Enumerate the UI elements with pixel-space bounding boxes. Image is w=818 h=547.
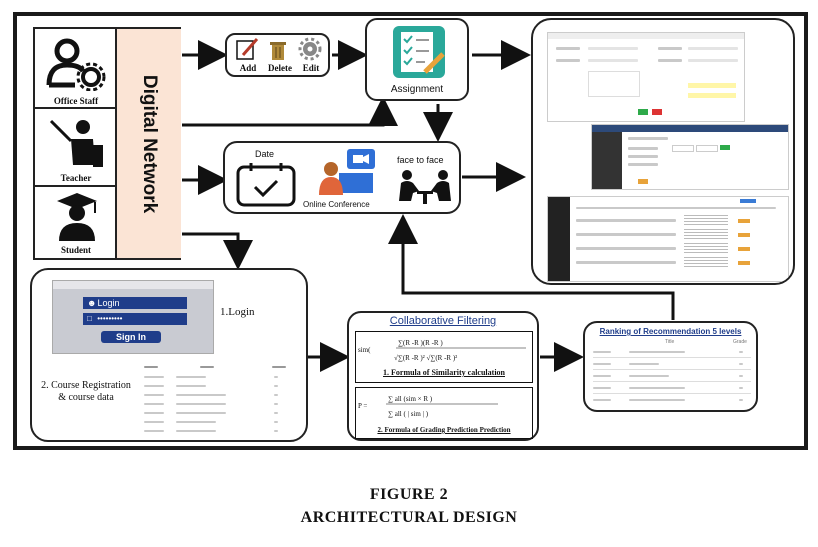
figure-title: ARCHITECTURAL DESIGN (300, 509, 518, 526)
prediction-caption: 2. Formula of Grading Prediction Predict… (377, 426, 511, 434)
face-to-face-label: face to face (397, 155, 444, 165)
ranking-col-title: Title (665, 339, 675, 345)
svg-text:√∑(R -R )² √∑(R -R )²: √∑(R -R )² √∑(R -R )² (394, 354, 457, 362)
login-form: ☻ Login □ ••••••••• Sign In (52, 280, 214, 354)
online-conference-icon (319, 149, 375, 195)
prediction-formula-box: P = ∑ all (sim × R ) ∑ all ( | sim | ) 2… (355, 387, 533, 439)
digital-network-label: Digital Network (139, 74, 160, 214)
face-to-face-icon (399, 170, 451, 204)
step-course-label: 2. Course Registration & course data (41, 380, 131, 403)
roles-panel: Office Staff Teacher Student Digital Net… (33, 27, 181, 260)
ranking-title: Ranking of Recommendation 5 levels (599, 327, 742, 336)
figure-number: FIGURE 2 (369, 486, 449, 503)
add-label: Add (239, 63, 257, 73)
collaborative-filtering-box: Collaborative Filtering sim( ∑(R -R )(R … (347, 311, 539, 441)
screens-panel (531, 18, 795, 285)
role-student: Student (35, 187, 117, 260)
lock-icon: □ (87, 314, 92, 323)
login-panel: ☻ Login □ ••••••••• Sign In 1.Login 2. C… (30, 268, 308, 442)
digital-network-column: Digital Network (115, 29, 181, 258)
svg-text:∑ all ( | sim | ): ∑ all ( | sim | ) (388, 410, 429, 418)
office-staff-label: Office Staff (53, 96, 99, 106)
trash-icon (270, 42, 286, 60)
step-login-label: 1.Login (220, 306, 255, 318)
arrow-student-to-login (182, 232, 253, 270)
arrow-ranking-to-meeting (388, 214, 675, 320)
gear-icon (298, 37, 322, 61)
assignment-box: Assignment (365, 18, 469, 101)
svg-text:P =: P = (358, 402, 367, 410)
assignment-label: Assignment (390, 84, 444, 95)
course-table (140, 366, 300, 438)
prediction-formula-glyph: P = ∑ all (sim × R ) ∑ all ( | sim | ) (358, 395, 498, 418)
ranking-col-grade: Grade (733, 339, 747, 345)
form-screenshot (547, 32, 745, 122)
arrow-network-to-assignment (182, 96, 398, 127)
date-label: Date (255, 149, 275, 159)
svg-text:sim(: sim( (358, 346, 371, 354)
sign-in-button[interactable]: Sign In (101, 331, 161, 343)
dashboard-screenshot (591, 124, 789, 190)
similarity-formula-box: sim( ∑(R -R )(R -R ) √∑(R -R )² √∑(R -R … (355, 331, 533, 383)
meeting-box: Date Online Conference face to face (223, 141, 461, 214)
password-input[interactable]: □ ••••••••• (83, 313, 187, 325)
edit-label: Edit (302, 63, 320, 73)
svg-text:∑(R -R )(R -R ): ∑(R -R )(R -R ) (398, 339, 443, 347)
cf-title: Collaborative Filtering (389, 315, 497, 327)
svg-text:∑ all (sim × R ): ∑ all (sim × R ) (388, 395, 433, 403)
teacher-icon (49, 119, 103, 167)
ranking-table (593, 349, 751, 407)
table-screenshot (547, 196, 789, 282)
ranking-box: Ranking of Recommendation 5 levels Title… (583, 321, 758, 412)
user-icon: ☻ (87, 298, 97, 308)
similarity-formula-glyph: sim( ∑(R -R )(R -R ) √∑(R -R )² √∑(R -R … (358, 339, 526, 362)
calendar-icon (236, 163, 296, 207)
teacher-label: Teacher (60, 173, 92, 183)
role-office-staff: Office Staff (35, 29, 117, 109)
delete-label: Delete (268, 63, 292, 73)
role-teacher: Teacher (35, 109, 117, 187)
similarity-caption: 1. Formula of Similarity calculation (383, 368, 505, 377)
student-icon (57, 193, 97, 241)
add-icon (236, 38, 259, 60)
online-conference-label: Online Conference (303, 200, 370, 209)
login-input[interactable]: ☻ Login (83, 297, 187, 309)
assignment-clipboard-icon (393, 26, 445, 78)
actions-box: Add Delete Edit (225, 33, 330, 77)
student-label: Student (60, 245, 91, 255)
office-staff-icon (46, 38, 106, 91)
